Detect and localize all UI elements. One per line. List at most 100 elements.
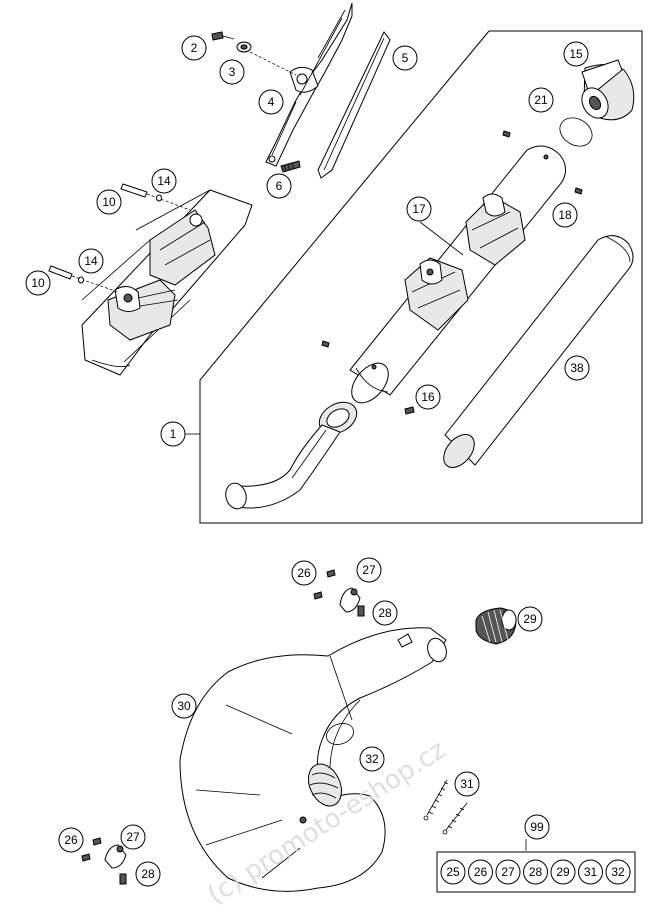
header-inlet-flange bbox=[299, 763, 342, 824]
callout-10-upper-label: 10 bbox=[102, 195, 116, 209]
callout-27-upper: 27 bbox=[356, 557, 382, 583]
callout-6-label: 6 bbox=[276, 179, 283, 193]
washer-part-14-lower bbox=[78, 276, 84, 284]
silencer-group-frame bbox=[199, 30, 643, 524]
callout-26-upper: 26 bbox=[291, 560, 317, 586]
callout-1-label: 1 bbox=[170, 427, 177, 441]
kit-item-label: 28 bbox=[529, 865, 543, 879]
callout-6: 6 bbox=[266, 173, 292, 199]
callout-32: 32 bbox=[359, 746, 385, 772]
callout-21-label: 21 bbox=[534, 93, 548, 107]
kit-item-label: 29 bbox=[556, 865, 570, 879]
callout-26-lower: 26 bbox=[58, 827, 84, 853]
kit-item-26: 26 bbox=[468, 859, 493, 885]
callout-14-upper: 14 bbox=[151, 168, 177, 194]
callout-28-lower: 28 bbox=[135, 861, 161, 887]
callout-99: 99 bbox=[524, 814, 550, 840]
callout-17: 17 bbox=[406, 196, 432, 222]
end-cap-part-15 bbox=[581, 59, 635, 121]
mount-hardware-upper bbox=[313, 569, 365, 617]
spring-part-31-a bbox=[423, 779, 449, 821]
callout-14-lower-label: 14 bbox=[84, 254, 98, 268]
callout-3: 3 bbox=[219, 59, 245, 85]
callout-3-label: 3 bbox=[229, 65, 236, 79]
leader-lines bbox=[185, 221, 527, 851]
rubber-sleeve-part-29 bbox=[475, 607, 517, 645]
callout-2: 2 bbox=[181, 35, 207, 61]
kit-item-circle bbox=[550, 859, 576, 885]
kit-item-label: 26 bbox=[474, 865, 488, 879]
callout-30-label: 30 bbox=[177, 699, 191, 713]
callout-26-upper-label: 26 bbox=[297, 566, 311, 580]
callout-15-label: 15 bbox=[569, 47, 583, 61]
callout-26-lower-label: 26 bbox=[64, 833, 78, 847]
kit-item-circle bbox=[605, 859, 631, 885]
exhaust-header-part-30 bbox=[179, 627, 447, 892]
callout-16: 16 bbox=[415, 384, 441, 410]
callout-28-upper-label: 28 bbox=[378, 606, 392, 620]
callout-18: 18 bbox=[552, 202, 578, 228]
callout-5-label: 5 bbox=[402, 51, 409, 65]
callout-10-lower: 10 bbox=[25, 270, 51, 296]
callout-4-label: 4 bbox=[268, 95, 275, 109]
kit-item-circle bbox=[578, 859, 603, 885]
kit-item-31: 31 bbox=[578, 859, 603, 885]
washer-part-3 bbox=[236, 41, 252, 53]
callout-32-label: 32 bbox=[365, 752, 379, 766]
callout-1: 1 bbox=[160, 421, 186, 447]
callout-27-lower-label: 27 bbox=[126, 830, 140, 844]
callout-29-label: 29 bbox=[523, 612, 537, 626]
bolt-part-10-upper bbox=[120, 183, 191, 211]
callout-17-label: 17 bbox=[412, 202, 426, 216]
callout-15: 15 bbox=[563, 41, 589, 67]
callout-5: 5 bbox=[392, 45, 418, 71]
washer-part-14-upper bbox=[156, 194, 162, 202]
callout-31-label: 31 bbox=[460, 777, 474, 791]
callout-21: 21 bbox=[528, 87, 554, 113]
frame-tube-with-clamps bbox=[81, 189, 253, 376]
callout-99-label: 99 bbox=[530, 820, 544, 834]
strip-part-5 bbox=[317, 31, 391, 179]
callout-28-lower-label: 28 bbox=[141, 867, 155, 881]
callout-16-label: 16 bbox=[421, 390, 435, 404]
callout-38: 38 bbox=[564, 355, 590, 381]
callouts: 2 3 4 5 6 14 10 14 10 15 21 17 18 38 16 … bbox=[25, 35, 590, 887]
callout-10-upper: 10 bbox=[96, 189, 122, 215]
kit-item-32: 32 bbox=[605, 859, 631, 885]
kit-item-circle bbox=[495, 859, 521, 885]
oring-part-32-header bbox=[326, 723, 354, 745]
kit-item-27: 27 bbox=[495, 859, 521, 885]
callout-30: 30 bbox=[171, 693, 197, 719]
bracket-part-4 bbox=[265, 2, 353, 167]
callout-27-upper-label: 27 bbox=[362, 563, 376, 577]
kit-item-25: 25 bbox=[440, 859, 466, 885]
screw-part-16 bbox=[404, 406, 415, 415]
screw-part-2 bbox=[211, 31, 235, 41]
kit-item-29: 29 bbox=[550, 859, 576, 885]
kit-item-label: 31 bbox=[584, 865, 598, 879]
callout-18-label: 18 bbox=[558, 208, 572, 222]
callout-27-lower: 27 bbox=[120, 824, 146, 850]
kit-item-circle bbox=[523, 859, 548, 885]
callout-2-label: 2 bbox=[191, 41, 198, 55]
callout-29: 29 bbox=[517, 606, 543, 632]
kit-item-label: 32 bbox=[611, 865, 625, 879]
inlet-pipe bbox=[225, 401, 358, 510]
kit-item-label: 27 bbox=[501, 865, 515, 879]
kit-item-28: 28 bbox=[523, 859, 548, 885]
spring-part-31-b bbox=[442, 802, 468, 835]
callout-14-lower: 14 bbox=[78, 248, 104, 274]
screw-part-6 bbox=[280, 160, 301, 173]
callout-4: 4 bbox=[258, 89, 284, 115]
callout-10-lower-label: 10 bbox=[31, 276, 45, 290]
callout-31: 31 bbox=[454, 771, 480, 797]
mount-hardware-lower bbox=[81, 837, 127, 885]
callout-38-label: 38 bbox=[570, 361, 584, 375]
ring-part-21 bbox=[559, 117, 593, 147]
silencer-body-part-17 bbox=[321, 130, 583, 404]
silencer-packing-part-38 bbox=[443, 235, 634, 468]
kit-item-circle bbox=[440, 859, 466, 885]
kit-item-circle bbox=[468, 859, 493, 885]
kit-item-label: 25 bbox=[446, 865, 460, 879]
